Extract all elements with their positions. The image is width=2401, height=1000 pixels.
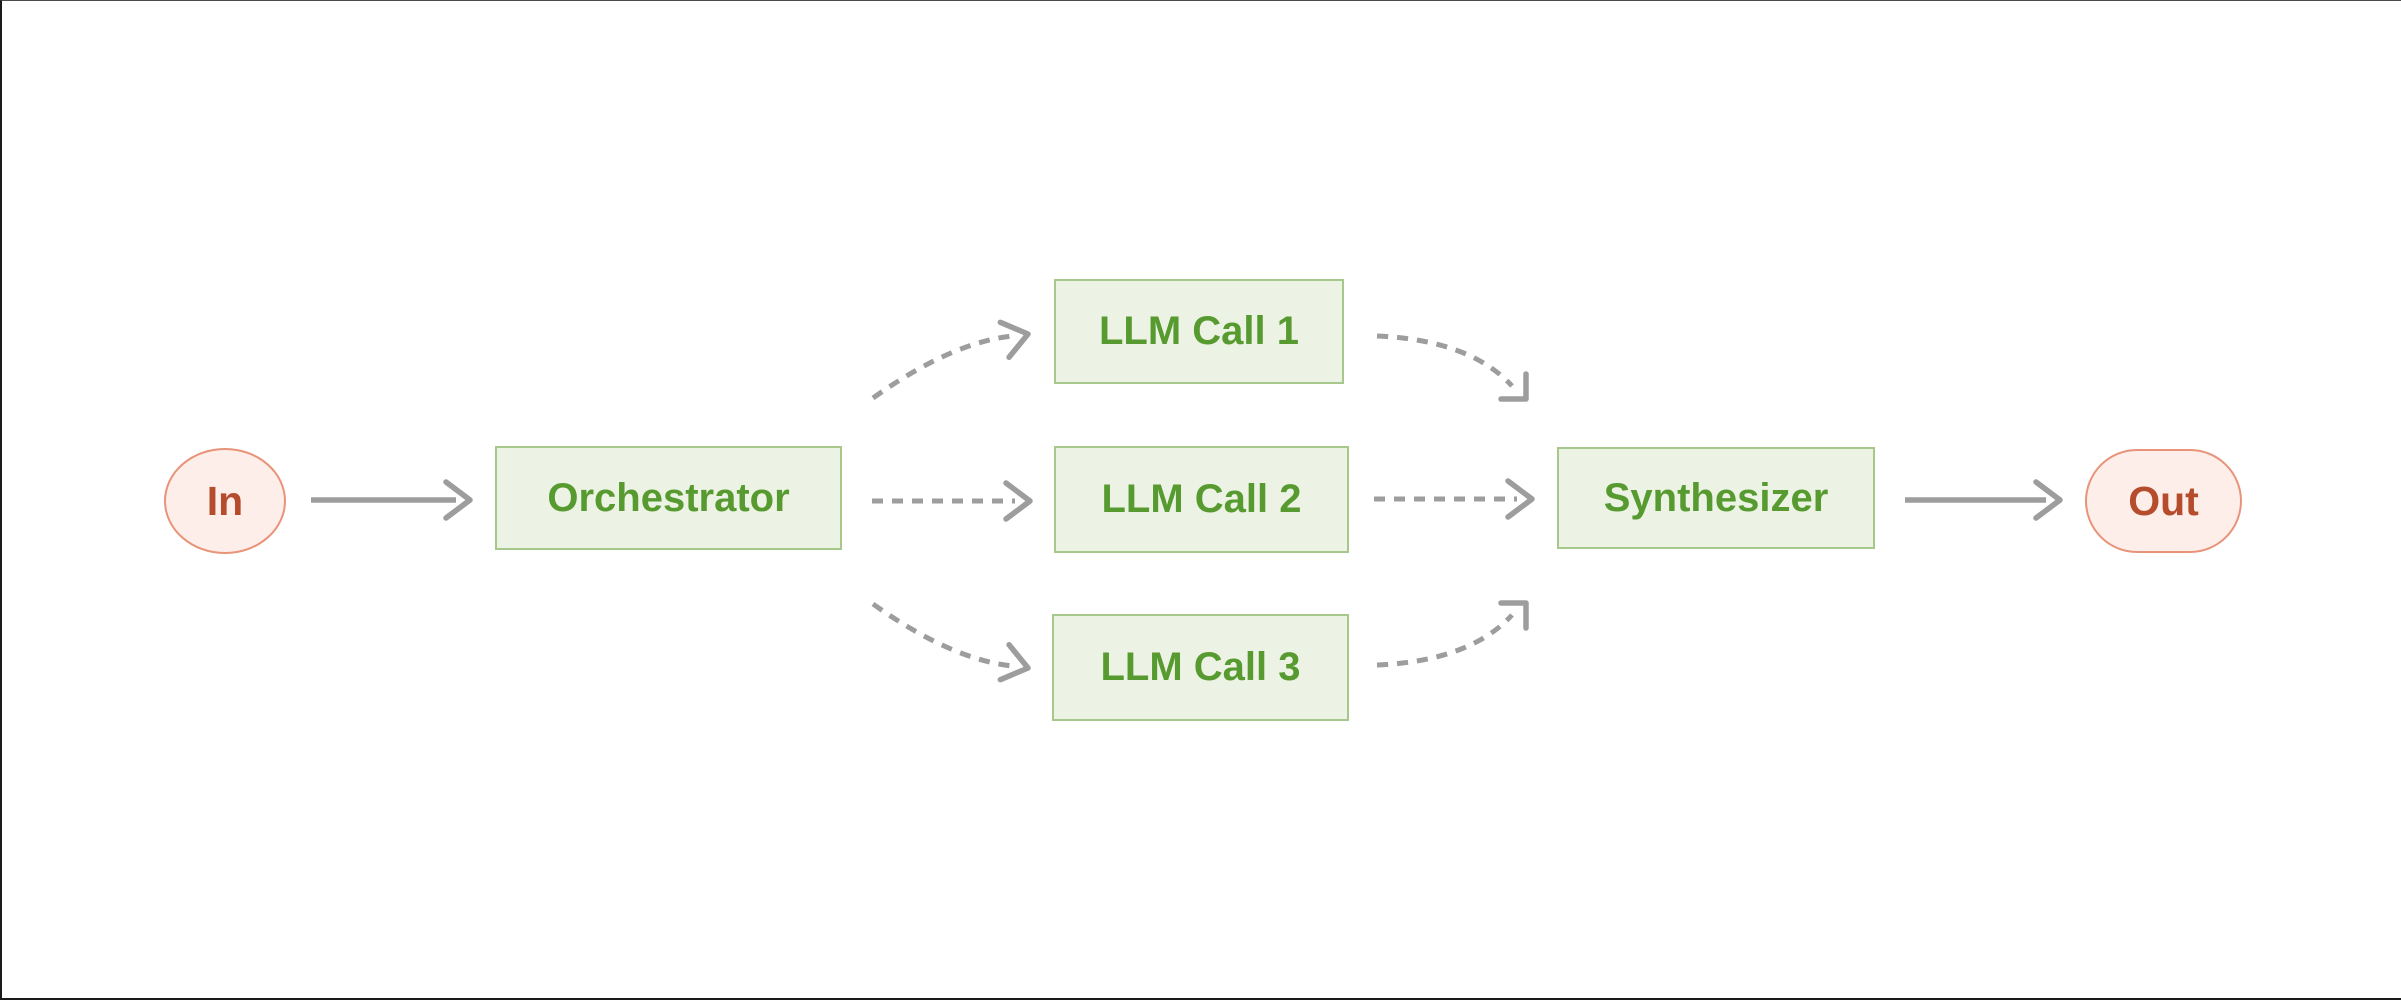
- node-llm-call-2: LLM Call 2: [1054, 446, 1349, 553]
- node-in-label: In: [206, 477, 244, 524]
- node-out: Out: [2085, 449, 2242, 553]
- node-in: In: [164, 448, 286, 554]
- node-llm-call-3: LLM Call 3: [1052, 614, 1349, 721]
- edge-in-to-orchestrator: [311, 479, 473, 521]
- node-orchestrator: Orchestrator: [495, 446, 842, 550]
- edge-orchestrator-to-llm-call-1: [871, 319, 1031, 401]
- node-orchestrator-label: Orchestrator: [547, 475, 790, 520]
- node-out-label: Out: [2128, 477, 2199, 524]
- node-llm-call-2-label: LLM Call 2: [1101, 477, 1302, 521]
- node-llm-call-1-label: LLM Call 1: [1098, 309, 1300, 353]
- edge-llm-call-2-to-synthesizer: [1374, 478, 1535, 520]
- node-synthesizer: Synthesizer: [1557, 447, 1875, 549]
- node-llm-call-3-label: LLM Call 3: [1100, 645, 1301, 689]
- edge-synthesizer-to-out: [1905, 479, 2063, 521]
- edge-llm-call-1-to-synthesizer: [1376, 333, 1529, 402]
- edge-orchestrator-to-llm-call-2: [872, 480, 1033, 522]
- node-synthesizer-label: Synthesizer: [1603, 475, 1829, 520]
- node-llm-call-1: LLM Call 1: [1054, 279, 1344, 384]
- edge-llm-call-3-to-synthesizer: [1376, 600, 1529, 668]
- edge-orchestrator-to-llm-call-3: [871, 601, 1031, 683]
